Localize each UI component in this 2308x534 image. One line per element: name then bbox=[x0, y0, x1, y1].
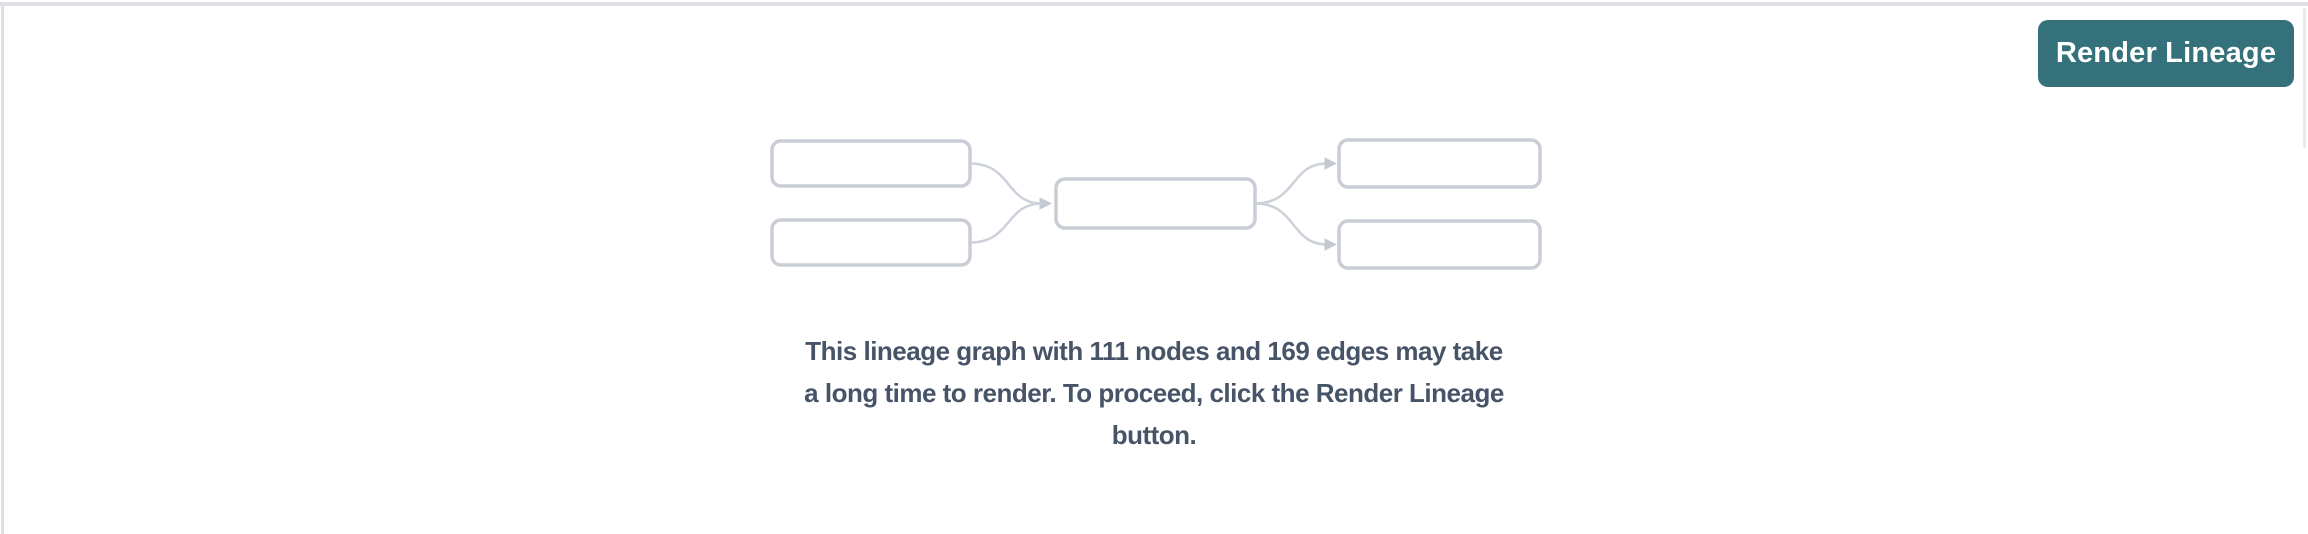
placeholder-node-top-left bbox=[770, 139, 972, 188]
placeholder-edge-upstream-bottom bbox=[969, 202, 1043, 244]
render-warning-message: This lineage graph with 111 nodes and 16… bbox=[0, 330, 2308, 456]
render-lineage-button[interactable]: Render Lineage bbox=[2038, 20, 2294, 87]
top-divider bbox=[0, 2, 2308, 6]
render-warning-line: This lineage graph with 111 nodes and 16… bbox=[805, 336, 1503, 366]
render-warning-line: a long time to render. To proceed, click… bbox=[804, 378, 1504, 408]
placeholder-node-bottom-right bbox=[1337, 219, 1542, 270]
placeholder-edge-downstream-bottom bbox=[1254, 202, 1337, 251]
scrollbar-thumb[interactable] bbox=[2303, 8, 2306, 148]
lineage-graph-placeholder-icon bbox=[770, 138, 1542, 270]
left-divider bbox=[1, 5, 4, 534]
render-warning-line: button. bbox=[1111, 420, 1197, 450]
placeholder-edge-upstream-top bbox=[969, 162, 1052, 210]
placeholder-node-top-right bbox=[1337, 138, 1542, 189]
placeholder-node-center bbox=[1054, 177, 1257, 230]
placeholder-edge-downstream-top bbox=[1254, 157, 1337, 205]
placeholder-node-bottom-left bbox=[770, 218, 972, 267]
